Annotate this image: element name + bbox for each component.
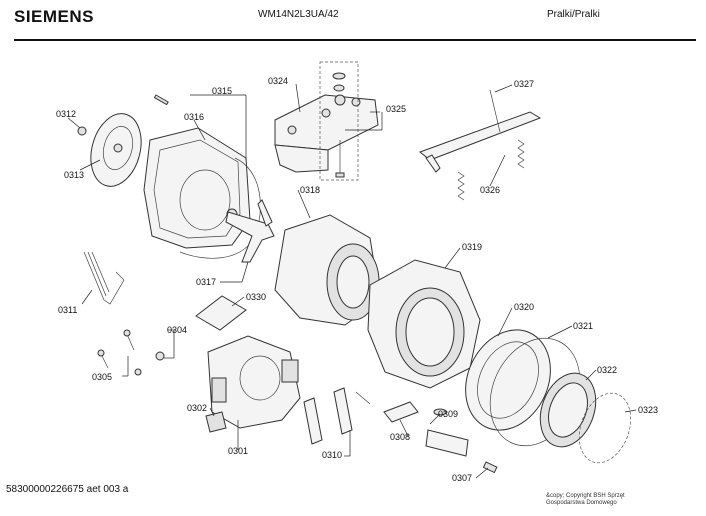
label-0319: 0319 [462, 242, 482, 252]
bearing-bracket-drawing [225, 199, 275, 263]
label-0304: 0304 [167, 325, 187, 335]
counterweight-washer-drawing [332, 72, 346, 92]
ntc-sensor-drawing [482, 461, 498, 474]
label-0322: 0322 [597, 365, 617, 375]
label-0308: 0308 [390, 432, 410, 442]
pulley-disc-drawing [90, 113, 142, 187]
label-0302: 0302 [187, 403, 207, 413]
copyright-line-2: Gospodarstwa Domowego [546, 500, 617, 506]
door-seal-drawing [539, 372, 597, 448]
heater-drawing [383, 401, 469, 457]
motor-clip-drawing [205, 411, 227, 433]
label-0309: 0309 [438, 409, 458, 419]
label-0307: 0307 [452, 473, 472, 483]
drum-drawing [274, 214, 381, 326]
suspension-springs-drawing [457, 139, 525, 201]
label-0326: 0326 [480, 185, 500, 195]
top-crossbar-drawing [418, 89, 542, 173]
nut-drawing [77, 126, 87, 136]
callout-leader-lines [67, 83, 637, 479]
counterweight-bolt-drawing [335, 140, 345, 178]
label-0313: 0313 [64, 170, 84, 180]
tub-front-ring-drawing [465, 329, 551, 431]
label-0324: 0324 [268, 76, 288, 86]
label-0330: 0330 [246, 292, 266, 302]
counterweight-detail-frame [319, 61, 359, 181]
copyright-notice: &copy; Copyright BSH Sprzęt Gospodarstwa… [546, 493, 625, 507]
shock-absorbers-drawing [303, 387, 371, 445]
label-0317: 0317 [196, 277, 216, 287]
label-0318: 0318 [300, 185, 320, 195]
copyright-line-1: &copy; Copyright BSH Sprzęt [546, 493, 625, 499]
label-0323: 0323 [638, 405, 658, 415]
category-label: Pralki/Pralki [547, 9, 600, 20]
model-number: WM14N2L3UA/42 [258, 9, 339, 20]
motor-drawing [207, 335, 301, 429]
label-0315: 0315 [212, 86, 232, 96]
part-labels: 0312 0313 0315 0316 0317 0311 0324 0325 … [56, 76, 658, 483]
front-tub-drawing [367, 259, 481, 389]
clamp-wire-drawing [578, 392, 632, 464]
header-divider [14, 39, 696, 41]
document-number: 58300000226675 aet 003 a [6, 484, 129, 495]
label-0316: 0316 [184, 112, 204, 122]
brand-logo: SIEMENS [14, 7, 95, 26]
label-0312: 0312 [56, 109, 76, 119]
label-0301: 0301 [228, 446, 248, 456]
drive-belt-drawing [83, 251, 125, 305]
label-0325: 0325 [386, 104, 406, 114]
label-0311: 0311 [58, 305, 77, 315]
label-0305: 0305 [92, 372, 112, 382]
label-0320: 0320 [514, 302, 534, 312]
label-0327: 0327 [514, 79, 534, 89]
label-0321: 0321 [573, 321, 593, 331]
label-0310: 0310 [322, 450, 342, 460]
motor-screws-drawing [97, 329, 165, 376]
counterweight-drawing [274, 94, 379, 173]
